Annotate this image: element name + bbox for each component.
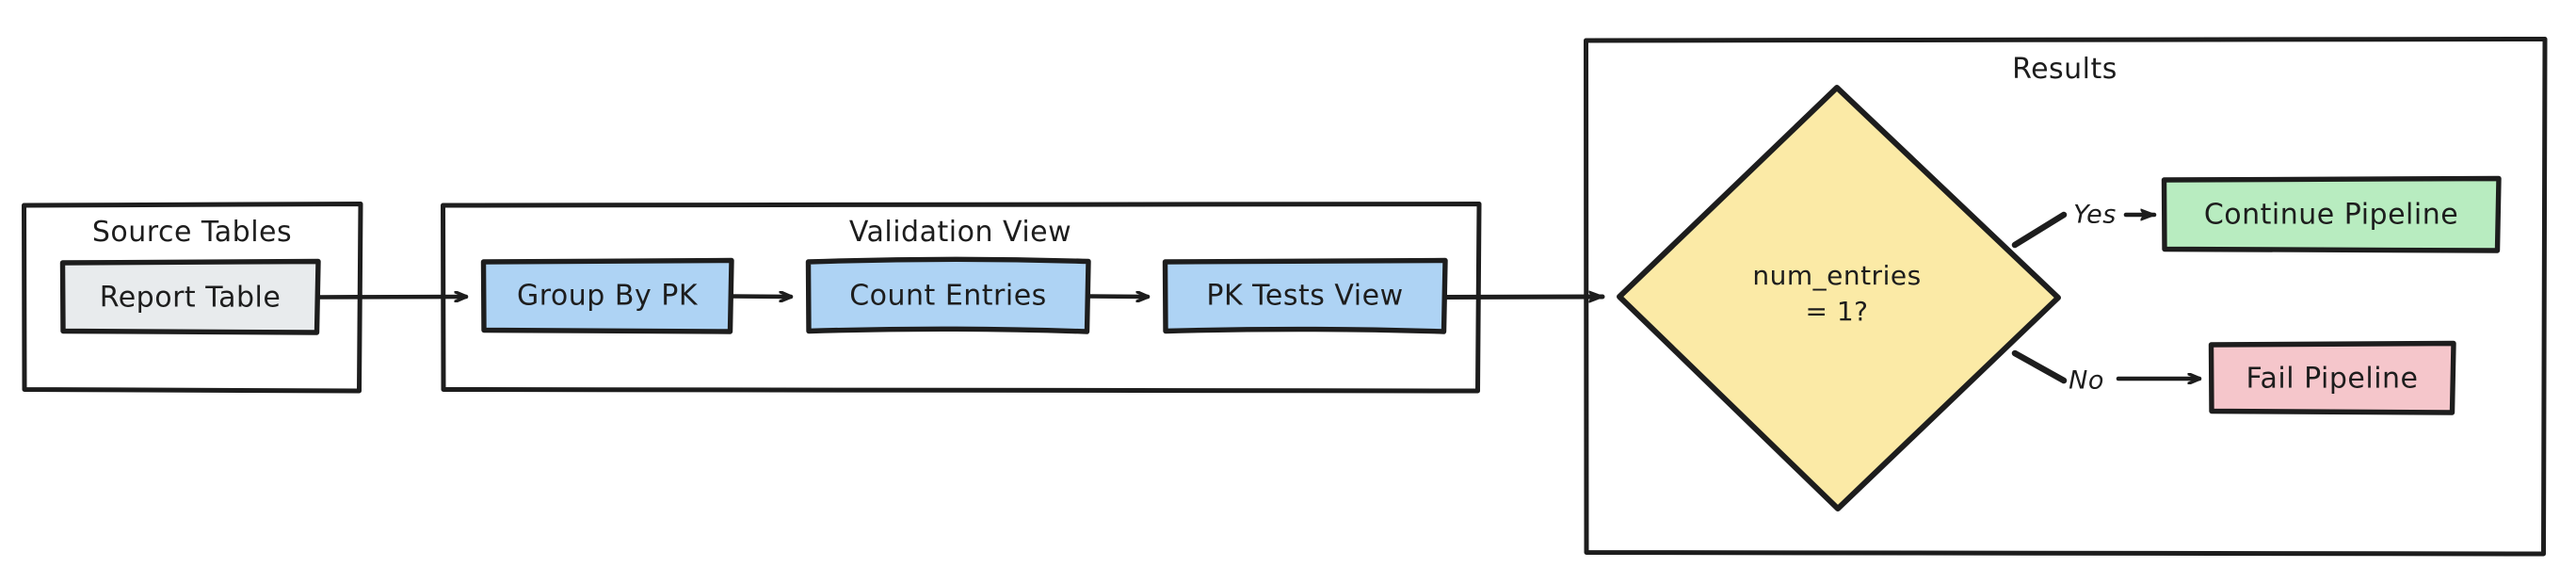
node-fail-pipeline[interactable] (2208, 340, 2456, 415)
group-title-source-tables: Source Tables (91, 216, 293, 249)
node-label-pk-tests-view: PK Tests View (1206, 279, 1404, 313)
node-pk-tests-view[interactable] (1162, 257, 1448, 334)
group-title-results: Results (2012, 53, 2117, 86)
edge-label-yes: Yes (2073, 200, 2117, 230)
node-label-num-entries-decision: num_entries = 1? (1752, 260, 1922, 327)
group-title-validation-view: Validation View (848, 216, 1072, 249)
node-continue-pipeline[interactable] (2161, 175, 2502, 253)
node-label-continue-pipeline: Continue Pipeline (2203, 198, 2459, 232)
edge-count-entries-to-pk-tests-view (1086, 297, 1151, 298)
node-num-entries-decision[interactable] (1617, 85, 2061, 511)
edge-group-by-pk-to-count-entries (729, 297, 794, 298)
node-report-table[interactable] (59, 258, 321, 335)
node-group-by-pk[interactable] (480, 257, 734, 334)
node-label-count-entries: Count Entries (849, 279, 1047, 313)
edge-decision-to-fail-pipeline (2011, 349, 2202, 381)
edge-report-table-to-group-by-pk (315, 297, 469, 298)
node-label-report-table: Report Table (99, 281, 282, 315)
edge-decision-to-continue-pipeline (2011, 215, 2157, 249)
edge-pk-tests-view-to-decision (1442, 297, 1605, 298)
node-label-fail-pipeline: Fail Pipeline (2246, 362, 2419, 396)
node-count-entries[interactable] (805, 256, 1091, 334)
edge-label-no: No (2069, 365, 2104, 396)
node-label-group-by-pk: Group By PK (516, 279, 699, 313)
